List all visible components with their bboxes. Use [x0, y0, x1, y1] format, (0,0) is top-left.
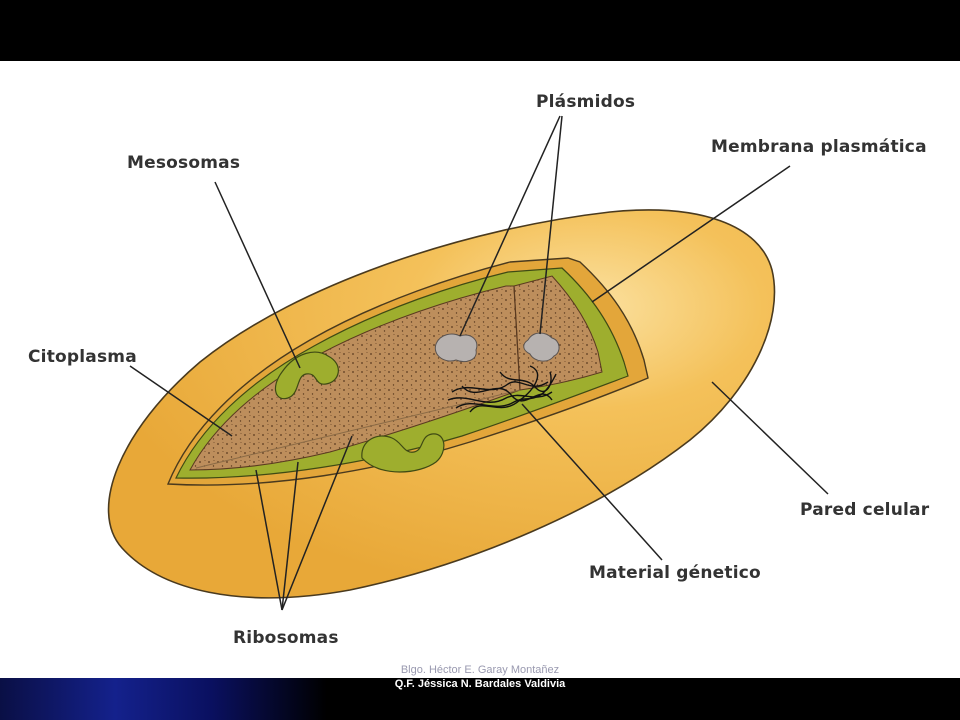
cut-plane-line [195, 389, 521, 469]
leader-ribosomes-2 [281, 461, 299, 611]
top-black-bar [0, 0, 960, 61]
cut-edge-line [513, 285, 521, 391]
mesosome-upper [274, 351, 339, 400]
leader-plasmids-right [539, 115, 563, 335]
label-cytoplasm: Citoplasma [28, 347, 137, 367]
leader-ribosomes-1 [255, 469, 283, 611]
label-cell-wall: Pared celular [800, 500, 930, 520]
leader-cytoplasm [129, 365, 233, 437]
leader-plasmids-left [459, 115, 561, 337]
label-plasma-membrane: Membrana plasmática [711, 137, 927, 157]
leader-membrane [591, 165, 791, 303]
leader-lines [129, 115, 829, 611]
cytoplasm-region [189, 285, 521, 471]
label-mesosomes: Mesosomas [127, 153, 241, 173]
leader-ribosomes-3 [281, 435, 353, 611]
label-plasmids: Plásmidos [536, 92, 636, 112]
label-genetic-material: Material génetico [589, 563, 761, 583]
genetic-material-strands [447, 365, 557, 413]
author-credit-line-1: Blgo. Héctor E. Garay Montañez [400, 664, 560, 676]
leader-genetic-material [521, 403, 663, 561]
bottom-gradient-bar [0, 678, 960, 720]
plasmid-left [434, 333, 478, 363]
plasmid-right [523, 332, 560, 362]
author-credit-line-2: Q.F. Jéssica N. Bardales Valdivia [394, 678, 566, 690]
leader-cell-wall [711, 381, 829, 495]
leader-mesosomes [214, 181, 301, 369]
label-ribosomes: Ribosomas [233, 628, 339, 648]
cytoplasm-back-face [513, 275, 603, 391]
bacterial-cell-diagram [107, 115, 829, 611]
mesosome-lower [361, 433, 445, 473]
